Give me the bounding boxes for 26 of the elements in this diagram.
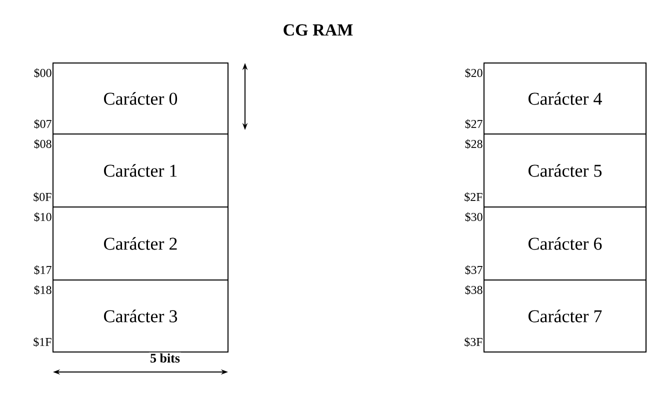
address-label: $0F — [34, 192, 52, 202]
memory-box: Carácter 4 — [484, 62, 646, 134]
address-label: $00 — [34, 68, 52, 78]
address-label: $3F — [464, 337, 482, 347]
address-label: $18 — [34, 285, 52, 295]
address-label: $27 — [465, 119, 482, 129]
address-label: $30 — [465, 212, 482, 222]
address-label: $07 — [34, 119, 52, 129]
memory-box: Carácter 5 — [484, 134, 646, 208]
dimension-label: 5 bits — [149, 352, 181, 364]
address-label: $1F — [34, 337, 52, 347]
memory-box: Carácter 1 — [52, 134, 228, 208]
title: CG RAM — [284, 24, 353, 36]
address-label: $28 — [465, 139, 482, 149]
address-label: $08 — [34, 139, 52, 149]
memory-box: Carácter 0 — [52, 62, 228, 134]
memory-box: Carácter 7 — [484, 280, 646, 352]
address-label: $38 — [465, 285, 482, 295]
address-label: $20 — [465, 68, 482, 78]
address-label: $37 — [465, 265, 482, 275]
address-label: $10 — [34, 212, 52, 222]
memory-box: Carácter 3 — [52, 280, 228, 352]
memory-box: Carácter 6 — [484, 206, 646, 280]
address-label: $17 — [34, 265, 52, 275]
address-label: $2F — [464, 192, 482, 202]
memory-box: Carácter 2 — [52, 206, 228, 280]
